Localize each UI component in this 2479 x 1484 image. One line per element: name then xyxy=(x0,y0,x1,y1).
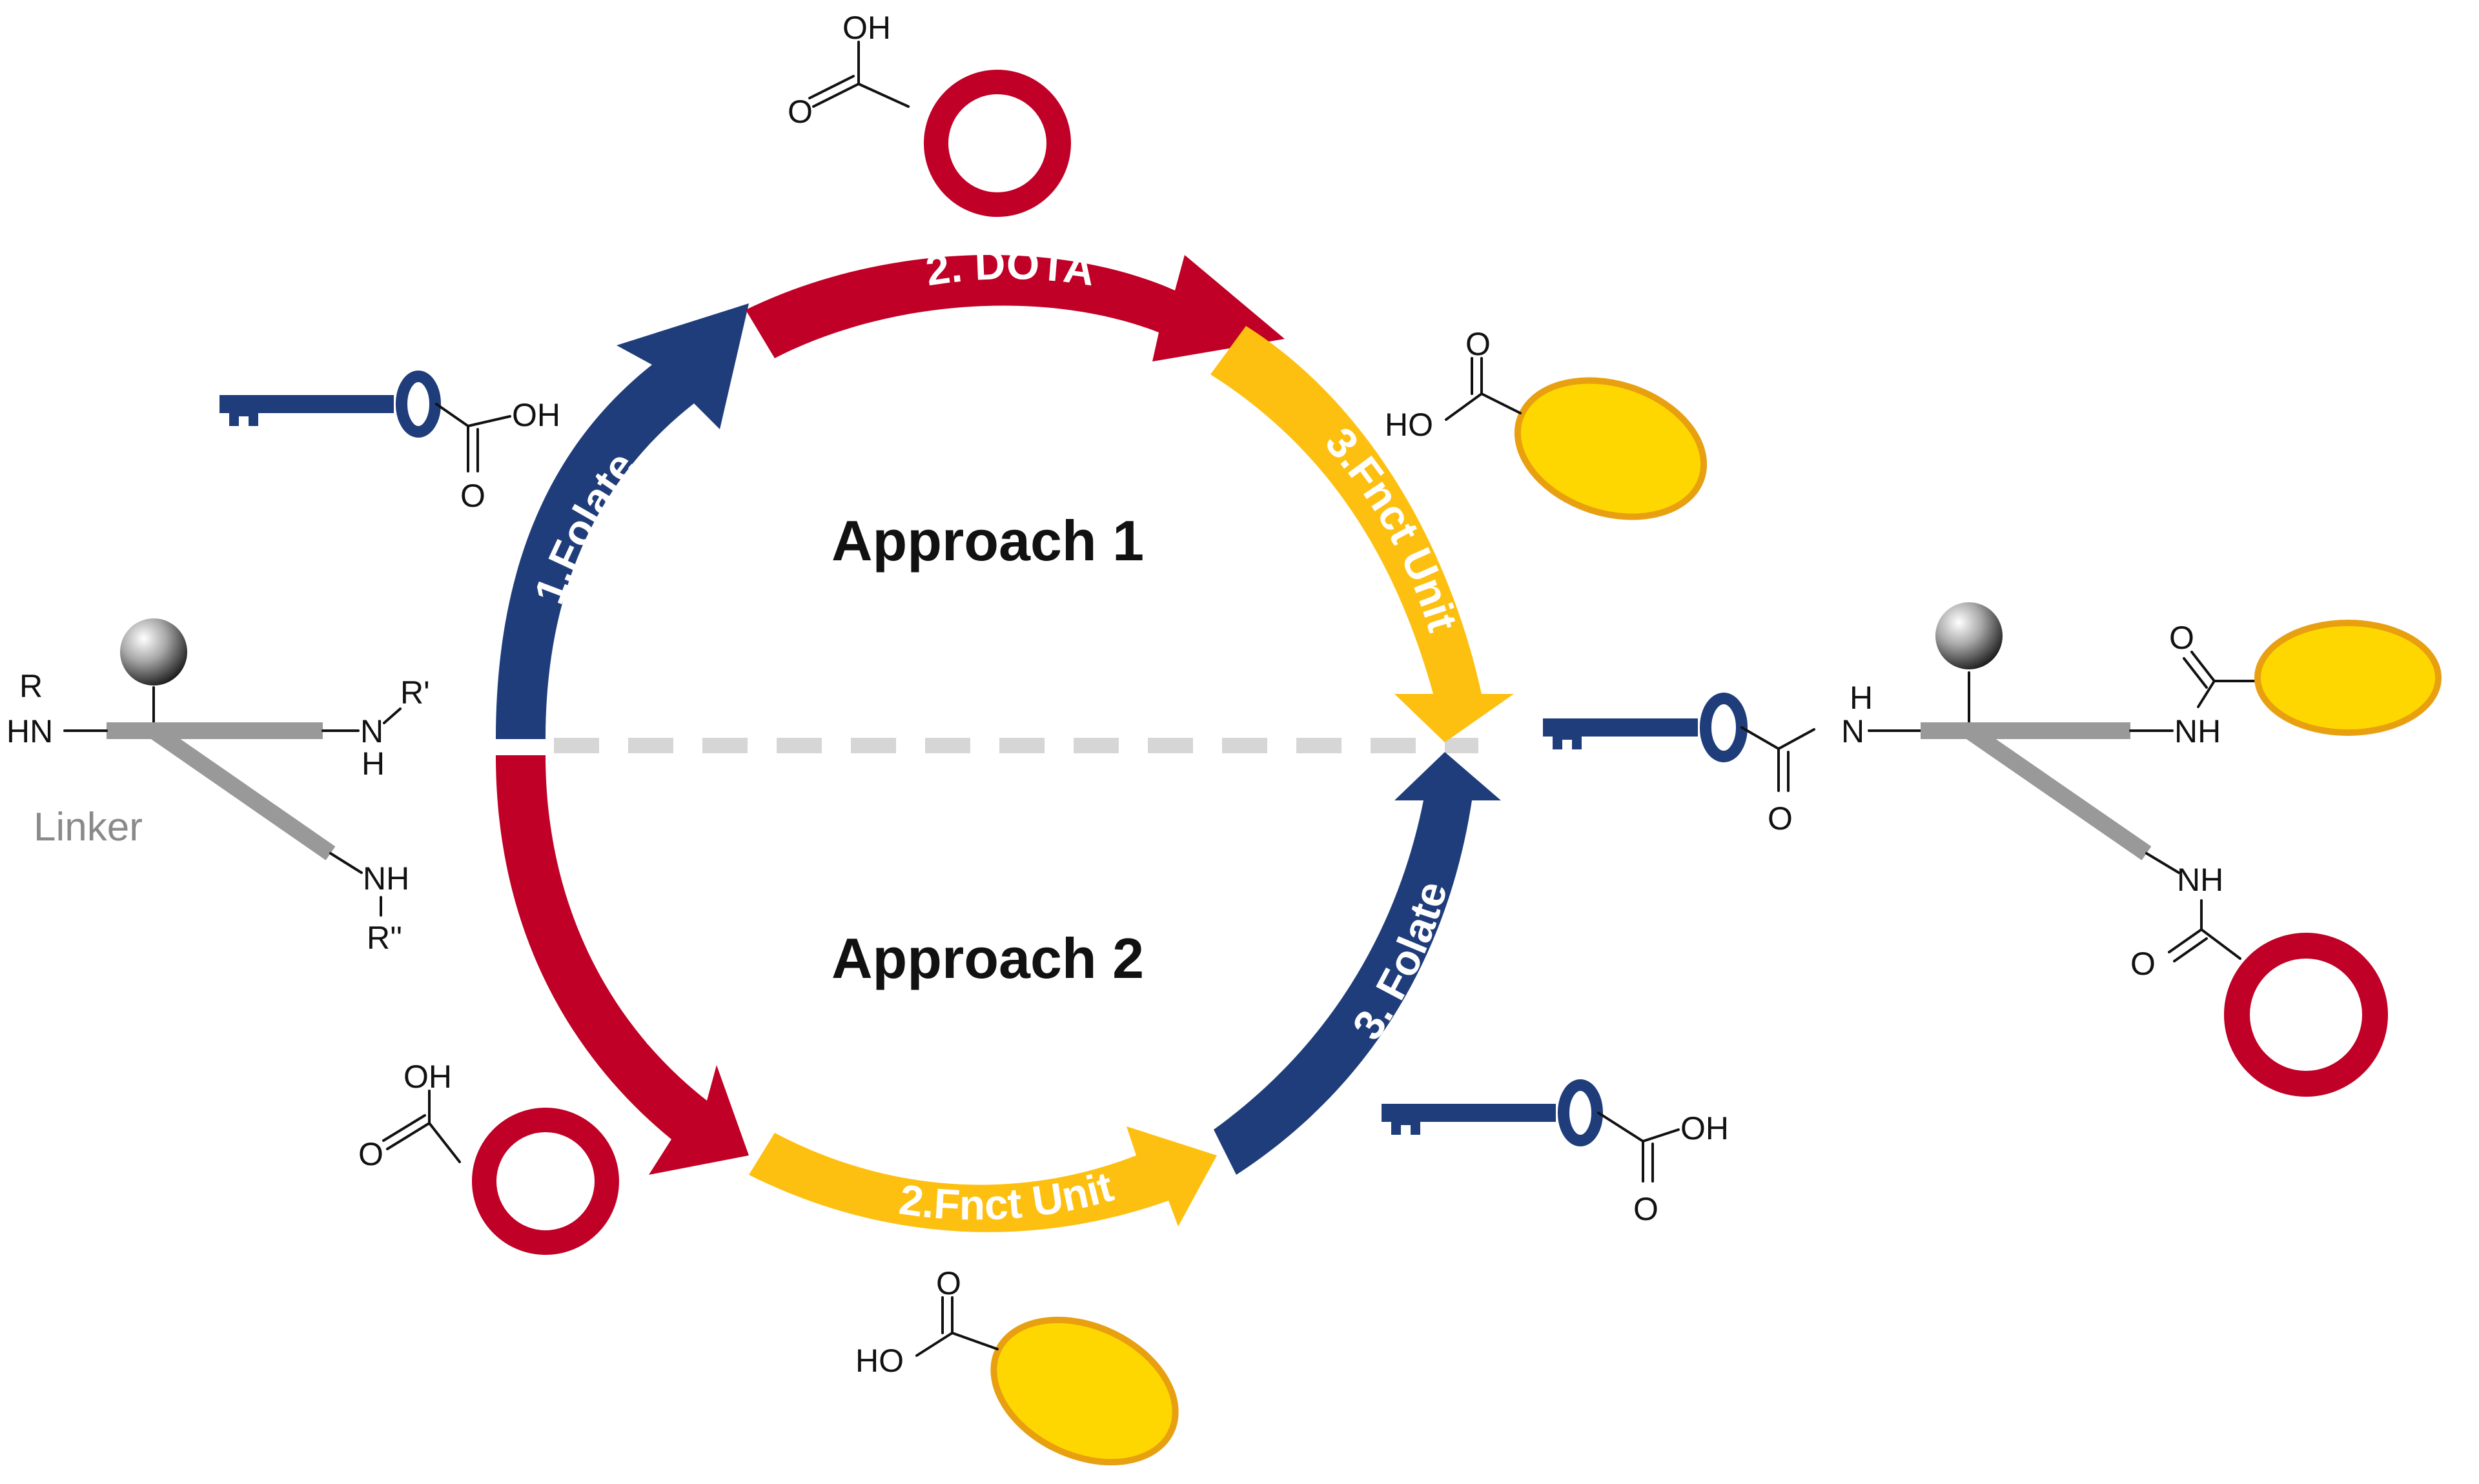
folate-key-icon xyxy=(1382,1079,1603,1146)
dota-reagent-top: OH O xyxy=(788,10,1071,217)
arrow-a1-dota: 2. DOTA xyxy=(746,240,1285,361)
product-amide1-o-label: O xyxy=(1768,800,1793,837)
arrow-a1-fnct: 3.Fnct Unit xyxy=(1210,326,1514,742)
fnct-unit-ellipse-icon xyxy=(990,1316,1179,1466)
arrow-a1-dota-label: 2. DOTA xyxy=(923,240,1097,295)
product-amide3-nh-label: NH xyxy=(2177,862,2223,898)
arrow-a1-fnct-label: 3.Fnct Unit xyxy=(1316,418,1467,636)
product-folate-key-icon xyxy=(1543,693,1748,762)
svg-text:2. DOTA: 2. DOTA xyxy=(923,240,1097,295)
dota-ring-icon xyxy=(472,1108,619,1255)
linker-structure: R HN N H R' NH R'' Linker xyxy=(6,618,430,956)
folate-tl-o-label: O xyxy=(460,478,485,514)
fnct-b-ho-label: HO xyxy=(855,1343,904,1379)
folate-reagent-bottom-right: OH O xyxy=(1382,1079,1729,1227)
linker-label: Linker xyxy=(34,805,143,849)
dota-ring-icon xyxy=(924,70,1071,217)
dota-bl-oh-label: OH xyxy=(403,1059,452,1095)
product-amide3-o-label: O xyxy=(2130,946,2156,982)
arrow-a2-fnct: 2.Fnct Unit xyxy=(749,1126,1217,1232)
product-resin-bead-sphere-icon xyxy=(1935,602,2003,669)
folate-br-oh-label: OH xyxy=(1680,1110,1729,1146)
dota-top-o-label: O xyxy=(788,94,813,130)
product-amide1-h-label: H xyxy=(1850,680,1873,716)
fnct-b-o-label: O xyxy=(936,1265,961,1301)
linker-r-prime-label: R' xyxy=(400,675,430,711)
linker-hn-label: HN xyxy=(6,713,53,749)
linker-n-label: N xyxy=(360,713,383,749)
fnct-unit-ellipse-icon xyxy=(1514,377,1708,520)
folate-br-o-label: O xyxy=(1633,1191,1658,1227)
approach-1-title: Approach 1 xyxy=(831,509,1144,573)
fnct-tr-ho-label: HO xyxy=(1385,407,1433,443)
product-fnct-unit-ellipse-icon xyxy=(2254,620,2442,736)
folate-key-icon xyxy=(219,371,441,438)
folate-tl-oh-label: OH xyxy=(512,397,560,433)
folate-reagent-top-left: OH O xyxy=(219,371,560,514)
fnct-unit-reagent-bottom: O HO xyxy=(855,1265,1179,1466)
product-amide2-o-label: O xyxy=(2169,620,2194,656)
fnct-tr-o-label: O xyxy=(1465,326,1491,362)
linker-nh-label: NH xyxy=(363,860,409,897)
linker-r-double-prime-label: R'' xyxy=(367,920,402,956)
fnct-unit-reagent-top-right: O HO xyxy=(1385,326,1708,520)
linker-r-label: R xyxy=(19,668,43,704)
dota-bl-o-label: O xyxy=(358,1136,383,1172)
svg-text:3.Fnct Unit: 3.Fnct Unit xyxy=(1316,418,1467,636)
dota-reagent-bottom-left: OH O xyxy=(358,1059,619,1255)
final-product: O H N NH O NH O xyxy=(1543,602,2442,1097)
product-amide1-n-label: N xyxy=(1841,713,1864,749)
approach-2-title: Approach 2 xyxy=(831,926,1144,990)
product-dota-ring-icon xyxy=(2224,933,2388,1097)
arrow-a1-folate: 1.Folate xyxy=(496,303,749,739)
resin-bead-sphere-icon xyxy=(120,618,187,686)
dota-top-oh-label: OH xyxy=(842,10,891,46)
product-amide2-nh-label: NH xyxy=(2174,713,2221,749)
linker-h-label: H xyxy=(362,746,385,782)
